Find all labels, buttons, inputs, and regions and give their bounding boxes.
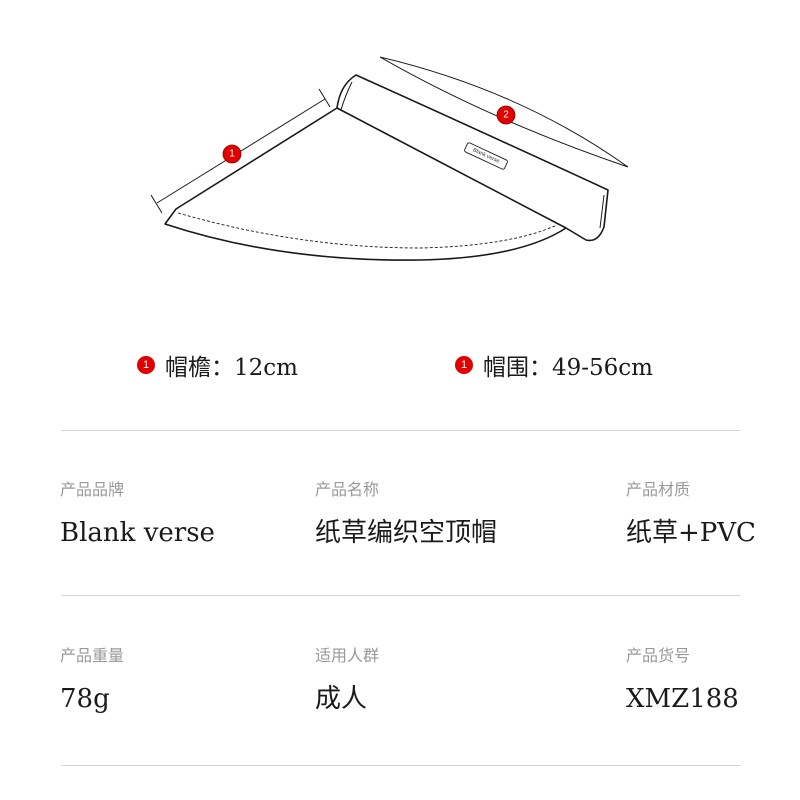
spec-label: 产品名称 [315,480,380,499]
measurement-brim: 1 帽檐：12cm [137,346,298,384]
spec-value: 78g [60,684,110,714]
spec-product-name: 产品名称 纸草编织空顶帽 [315,480,497,549]
svg-text:2: 2 [503,110,509,121]
spec-value: 成人 [315,684,368,714]
spec-label: 产品货号 [626,646,691,665]
visor-stitching [177,212,558,249]
measurement-badge: 1 [455,356,473,374]
spec-brand: 产品品牌 Blank verse [60,480,215,549]
spec-weight: 产品重量 78g [60,646,124,715]
svg-text:1: 1 [229,149,235,160]
visor-brim [164,107,567,261]
measure-line-circumference [379,56,629,168]
measure-line-brim [150,88,331,214]
measurement-badge: 1 [137,356,155,374]
spec-value: 纸草编织空顶帽 [315,518,498,548]
divider [61,430,740,431]
measurement-brim-text: 帽檐：12cm [165,355,298,381]
measurement-circumference: 1 帽围：49-56cm [455,346,653,384]
measurement-circumference-text: 帽围：49-56cm [483,355,653,381]
spec-item-number: 产品货号 XMZ188 [626,646,739,715]
spec-label: 产品重量 [60,646,125,665]
headband-inner-edge [340,81,353,111]
divider [61,595,740,596]
spec-label: 产品品牌 [60,480,125,499]
spec-label: 适用人群 [315,646,380,665]
marker-2: 2 [496,105,516,125]
marker-1: 1 [222,144,242,164]
divider [61,765,740,766]
spec-value: XMZ188 [626,684,739,714]
spec-material: 产品材质 纸草+PVC [626,480,756,549]
visor-headband [336,74,609,242]
spec-value: Blank verse [60,518,215,548]
spec-value: 纸草+PVC [626,518,756,548]
spec-label: 产品材质 [626,480,691,499]
headband-end-edge [599,194,605,229]
hat-visor-diagram: Blank verse 1 2 [150,56,629,261]
spec-audience: 适用人群 成人 [315,646,379,715]
